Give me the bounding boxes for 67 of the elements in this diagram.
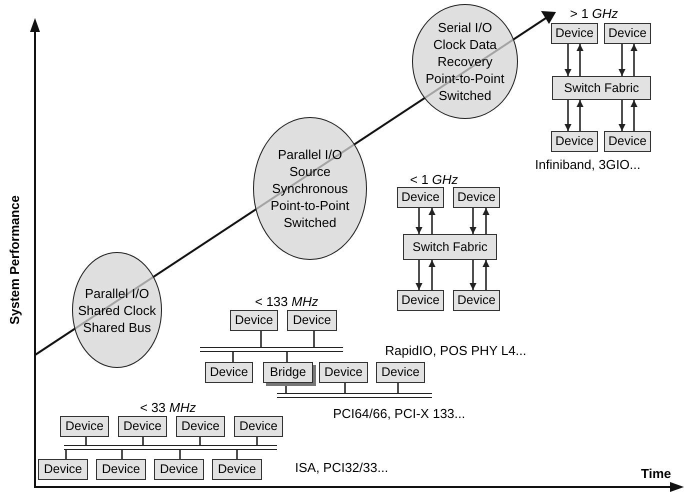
- annotation-text: RapidIO, POS PHY L4...: [385, 343, 526, 359]
- arrow: [470, 208, 476, 234]
- component-box: Device: [154, 459, 204, 480]
- arrow: [416, 208, 422, 234]
- arrow: [618, 44, 626, 76]
- component-box: Device: [376, 362, 425, 383]
- annotation-text: > 1 GHz: [570, 6, 618, 22]
- component-box: Switch Fabric: [403, 234, 497, 260]
- arrow: [618, 100, 626, 131]
- component-box: Device: [212, 459, 262, 480]
- ellipse-text: Parallel I/O Shared Clock Shared Bus: [77, 284, 157, 336]
- component-box: Device: [453, 290, 500, 311]
- arrow: [482, 260, 490, 290]
- arrow: [428, 208, 436, 234]
- arrow: [576, 100, 584, 131]
- annotation-text: < 133 MHz: [255, 294, 318, 310]
- bus-stub: [256, 437, 258, 445]
- component-box: Device: [38, 459, 88, 480]
- arrow: [564, 44, 572, 76]
- component-box: Device: [287, 310, 337, 331]
- component-box: Device: [234, 416, 283, 437]
- arrow: [576, 44, 584, 76]
- bus-stub: [85, 437, 87, 445]
- component-box: Device: [397, 290, 444, 311]
- ellipse-text: Serial I/O Clock Data Recovery Point-to-Point Switched: [425, 19, 505, 104]
- annotation-text: PCI64/66, PCI-X 133...: [333, 406, 466, 422]
- component-box: Bridge: [263, 362, 313, 383]
- arrow: [470, 260, 476, 290]
- arrow: [630, 100, 638, 131]
- annotation-text: < 1 GHz: [410, 172, 458, 188]
- arrow: [482, 208, 490, 234]
- bus-stub: [179, 450, 181, 459]
- annotation-text: < 33 MHz: [140, 400, 196, 416]
- bus-stub: [121, 450, 123, 459]
- component-box: Device: [551, 23, 598, 44]
- component-box: Device: [205, 362, 253, 383]
- bus-stub: [65, 450, 67, 459]
- bus-stub: [232, 352, 234, 362]
- component-box: Device: [60, 416, 109, 437]
- ellipse-text: Parallel I/O Source Synchronous Point-to-Point Switched: [270, 146, 350, 231]
- arrow: [428, 260, 436, 290]
- annotation-text: Infiniband, 3GIO...: [535, 157, 641, 173]
- component-box: Device: [604, 131, 651, 152]
- annotation-text: ISA, PCI32/33...: [295, 460, 388, 476]
- component-box: Switch Fabric: [552, 76, 651, 100]
- bus-stub: [199, 437, 201, 445]
- axis-label: System Performance: [7, 194, 23, 327]
- component-box: Device: [604, 23, 651, 44]
- arrow: [630, 44, 638, 76]
- component-box: Device: [319, 362, 368, 383]
- bus-stub: [286, 352, 288, 362]
- bus-stub: [236, 450, 238, 459]
- component-box: Device: [230, 310, 278, 331]
- component-box: Device: [176, 416, 225, 437]
- component-box: Device: [551, 131, 598, 152]
- component-box: Device: [397, 187, 444, 208]
- axis-label: Time: [641, 466, 672, 482]
- bus-stub: [260, 331, 262, 347]
- bus-stub: [344, 383, 346, 393]
- bus-stub: [313, 331, 315, 347]
- component-box: Device: [453, 187, 500, 208]
- component-box: Device: [96, 459, 146, 480]
- bus-stub: [142, 437, 144, 445]
- arrow: [564, 100, 572, 131]
- component-box: Device: [118, 416, 167, 437]
- bus-stub: [397, 383, 399, 393]
- arrow: [416, 260, 422, 290]
